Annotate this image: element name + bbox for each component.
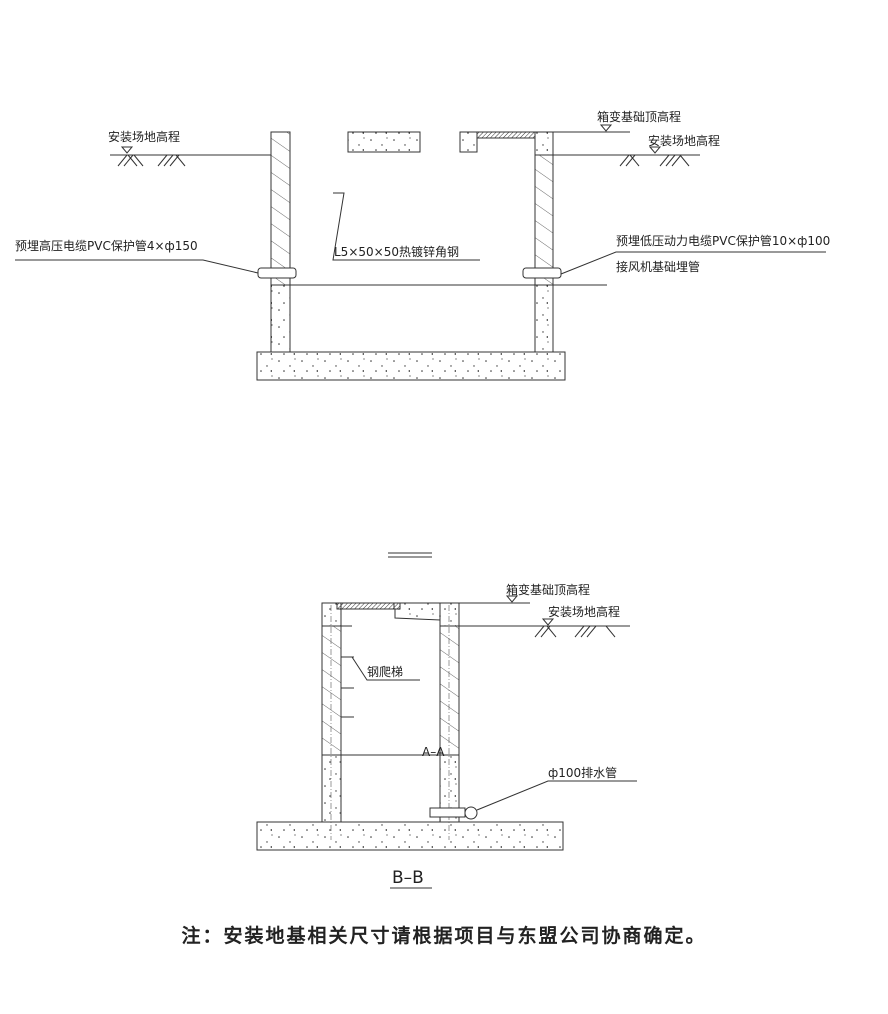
right-wall-top — [534, 131, 554, 156]
ladder-label: 钢爬梯 — [367, 665, 403, 679]
cover-slab — [347, 131, 421, 153]
cover-slab-small — [459, 131, 478, 153]
foundation-top-label: 箱变基础顶高程 — [597, 109, 681, 124]
elevation-view: 安装场地高程 安装场地高程 箱变基础顶高程 预埋高压电缆PVC保护管4×ф150… — [15, 109, 830, 381]
steel-plate — [336, 602, 401, 610]
ground-hatch — [505, 595, 616, 638]
site-elevation-left-label: 安装场地高程 — [108, 129, 180, 144]
note-text: 注：安装地基相关尺寸请根据项目与东盟公司协商确定。 — [181, 924, 706, 947]
foundation-top-label: 箱变基础顶高程 — [506, 582, 590, 597]
right-wall-hatched — [439, 625, 460, 756]
cover-slab — [393, 602, 441, 621]
left-wall-hatched — [270, 131, 291, 286]
ladder-rungs — [341, 656, 354, 718]
section-bb-view: 箱变基础顶高程 安装场地高程 钢爬梯 A–A ф100排水管 B–B — [256, 552, 637, 889]
drain-pipe-label: ф100排水管 — [548, 765, 617, 780]
section-aa-label: A–A — [422, 745, 445, 759]
hv-pipe-label: 预埋高压电缆PVC保护管4×ф150 — [15, 238, 198, 253]
right-wall-top — [439, 602, 460, 627]
left-wall-concrete — [321, 754, 342, 823]
hv-pipe — [257, 267, 297, 279]
site-elevation-label: 安装场地高程 — [548, 604, 620, 619]
drain-pipe — [429, 807, 466, 818]
drain-pipe-end — [464, 806, 478, 820]
ground-hatch-left — [117, 146, 186, 167]
base-slab — [256, 821, 564, 851]
steel-plate — [476, 131, 536, 139]
site-elevation-right-label: 安装场地高程 — [648, 133, 720, 148]
section-title: B–B — [392, 868, 424, 888]
lv-pipe-label: 预埋低压动力电缆PVC保护管10×ф100 — [616, 233, 830, 248]
ground-hatch-right — [599, 124, 690, 167]
right-wall-hatched — [534, 154, 554, 286]
lv-pipe — [522, 267, 562, 279]
angle-steel-label: L5×50×50热镀锌角钢 — [334, 245, 459, 259]
left-wall-concrete — [270, 284, 291, 353]
right-wall-concrete — [534, 284, 554, 353]
base-slab — [256, 351, 566, 381]
fan-pipe-label: 接风机基础埋管 — [616, 259, 700, 274]
left-wall-hatched — [321, 625, 342, 756]
